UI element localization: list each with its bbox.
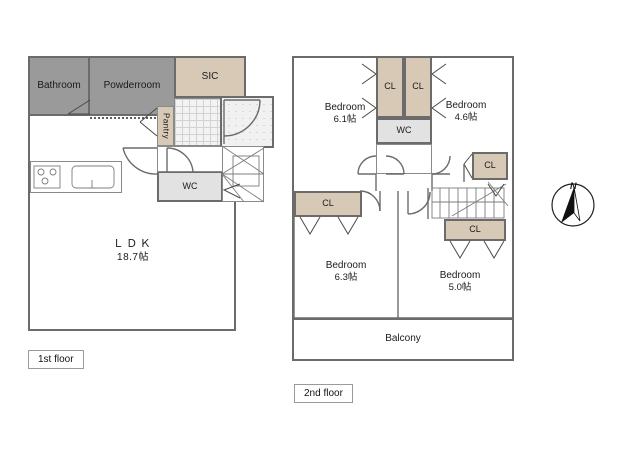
room-label-bedroom-6-3: Bedroom [325, 259, 367, 271]
second-floor-caption: 2nd floor [294, 384, 353, 403]
closet-top-right: CL [404, 56, 432, 118]
room-bedroom-6-1: Bedroom 6.1帖 [302, 96, 388, 132]
closet-top-left: CL [376, 56, 404, 118]
north-label: N [570, 181, 577, 191]
area-entrance [220, 96, 274, 148]
room-area-bedroom-6-1: 6.1帖 [333, 114, 357, 126]
area-hall [174, 98, 222, 146]
room-label-wc: WC [182, 180, 198, 191]
closet-label-left-lower: CL [322, 198, 334, 209]
closet-label-right-upper: CL [484, 160, 496, 171]
room-label-pantry: Pantry [161, 112, 171, 140]
room-sic: SIC [174, 56, 246, 98]
first-floor-caption: 1st floor [28, 350, 84, 369]
north-arrow: N [549, 181, 597, 229]
room-label-bathroom: Bathroom [37, 79, 81, 91]
room-wc: WC [157, 171, 223, 202]
closet-left-lower: CL [294, 191, 362, 217]
room-wc-2f: WC [376, 118, 432, 144]
room-pantry: Pantry [157, 106, 174, 146]
area-corridor [157, 146, 223, 172]
room-area-bedroom-4-6: 4.6帖 [454, 112, 478, 124]
room-label-ldk: ＬＤＫ [112, 237, 154, 250]
room-bedroom-5-0: Bedroom 5.0帖 [418, 264, 502, 300]
second-floor-plan: Bedroom 6.1帖 Bedroom 4.6帖 CL CL WC CL CL… [292, 56, 520, 361]
closet-right-lower: CL [444, 219, 506, 241]
room-label-bedroom-5-0: Bedroom [439, 269, 481, 281]
room-bedroom-4-6: Bedroom 4.6帖 [424, 94, 508, 130]
first-floor-plan: Bathroom Powderroom SIC Pantry WC ＬＤＫ 18… [28, 56, 274, 331]
room-area-ldk: 18.7帖 [117, 251, 149, 263]
room-label-bedroom-4-6: Bedroom [445, 99, 487, 111]
room-label-bedroom-6-1: Bedroom [324, 101, 366, 113]
room-label-wc-2f: WC [396, 125, 412, 136]
room-area-bedroom-6-3: 6.3帖 [334, 272, 358, 284]
room-label-powderroom: Powderroom [103, 79, 161, 91]
room-label-sic: SIC [201, 70, 219, 82]
room-ldk: ＬＤＫ 18.7帖 [78, 234, 188, 268]
room-area-bedroom-5-0: 5.0帖 [448, 282, 472, 294]
second-floor-details [293, 63, 512, 319]
closet-label-top-right: CL [412, 81, 424, 92]
room-bedroom-6-3: Bedroom 6.3帖 [304, 254, 388, 290]
closet-right-upper: CL [472, 152, 508, 180]
room-bathroom: Bathroom [28, 56, 90, 116]
closet-label-right-lower: CL [469, 224, 481, 235]
room-balcony: Balcony [292, 318, 514, 361]
closet-label-top-left: CL [384, 81, 396, 92]
first-floor-details [33, 99, 265, 203]
room-label-balcony: Balcony [385, 333, 421, 345]
